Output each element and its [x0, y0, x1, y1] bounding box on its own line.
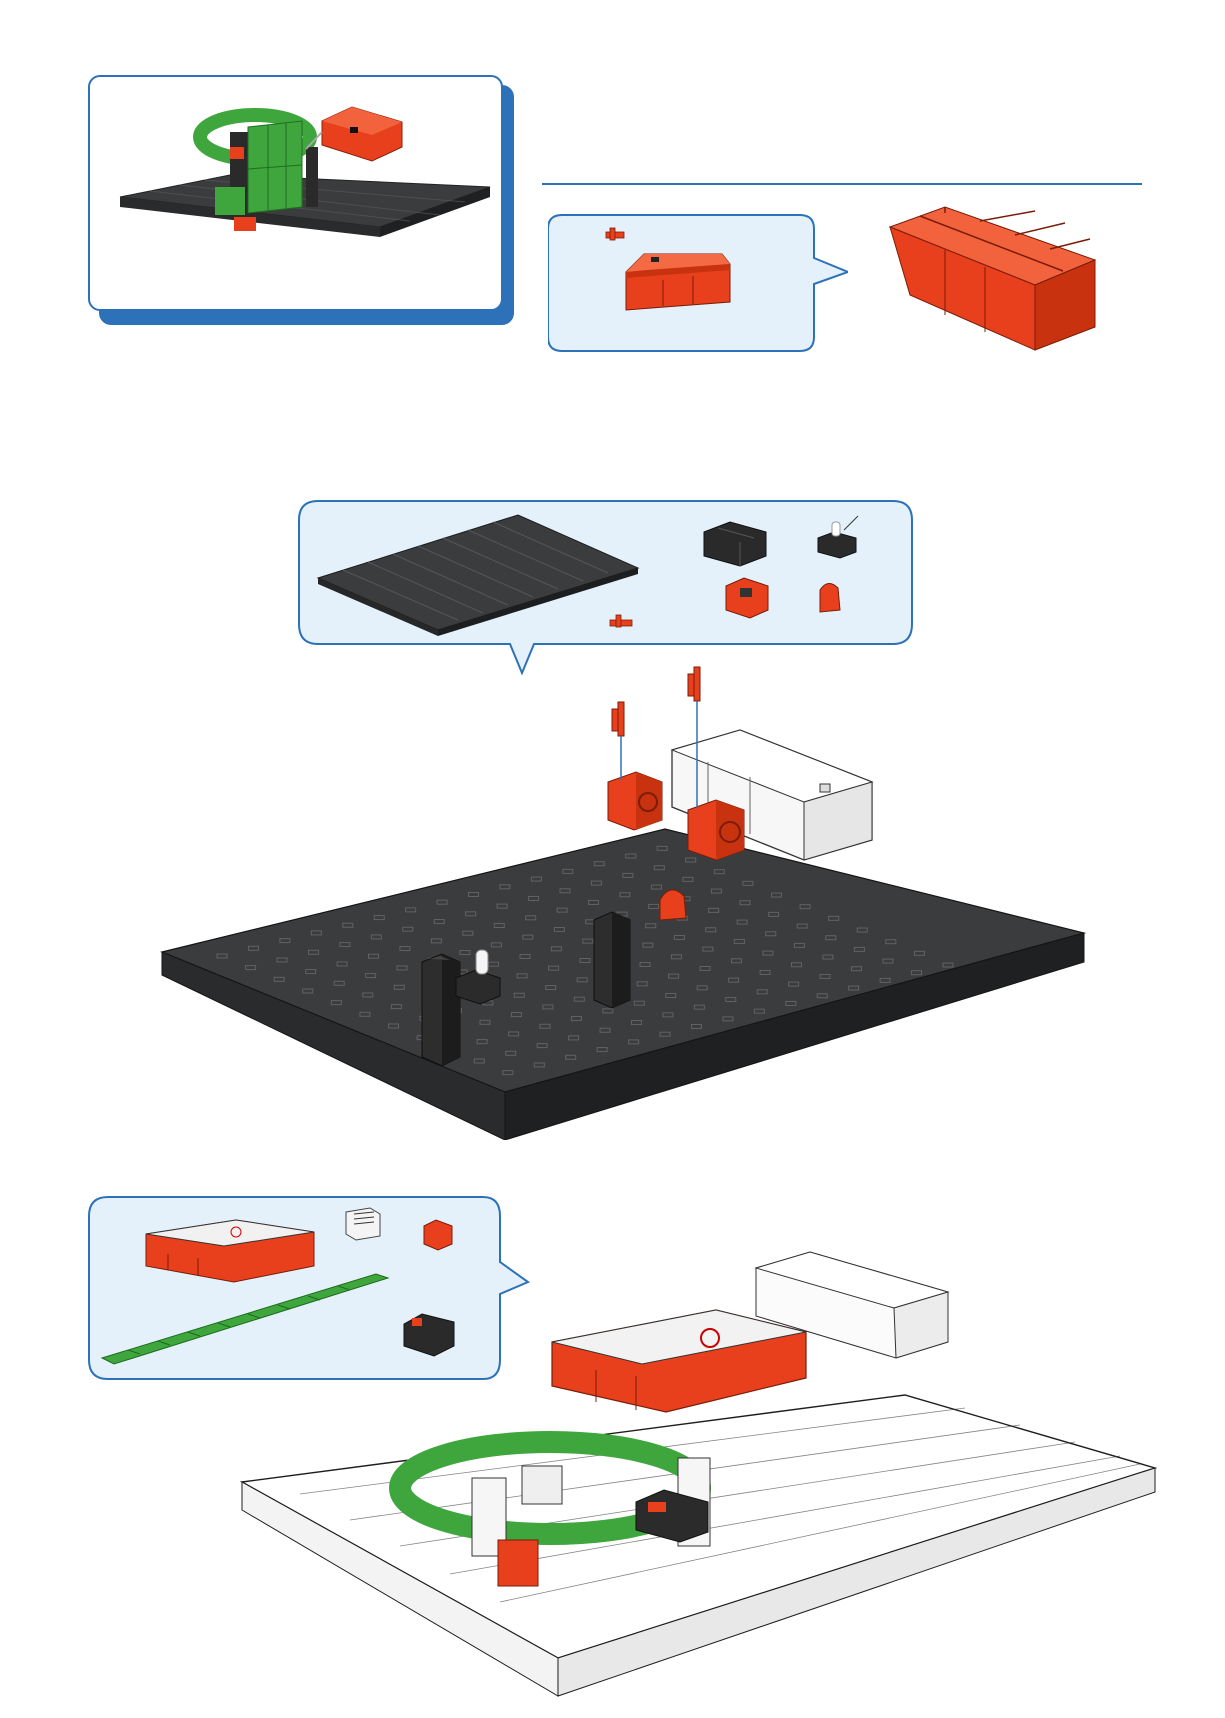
model-preview-panel: [88, 75, 503, 311]
step-1-parts-callout: [548, 214, 848, 352]
step-3-assembly: [240, 1240, 1160, 1698]
finished-model-image: [90, 77, 501, 309]
step-2-assembly: [160, 662, 1090, 1140]
section-divider: [542, 183, 1142, 185]
step-1-motor-block: [885, 205, 1100, 355]
step-2-parts-callout: [298, 500, 913, 676]
